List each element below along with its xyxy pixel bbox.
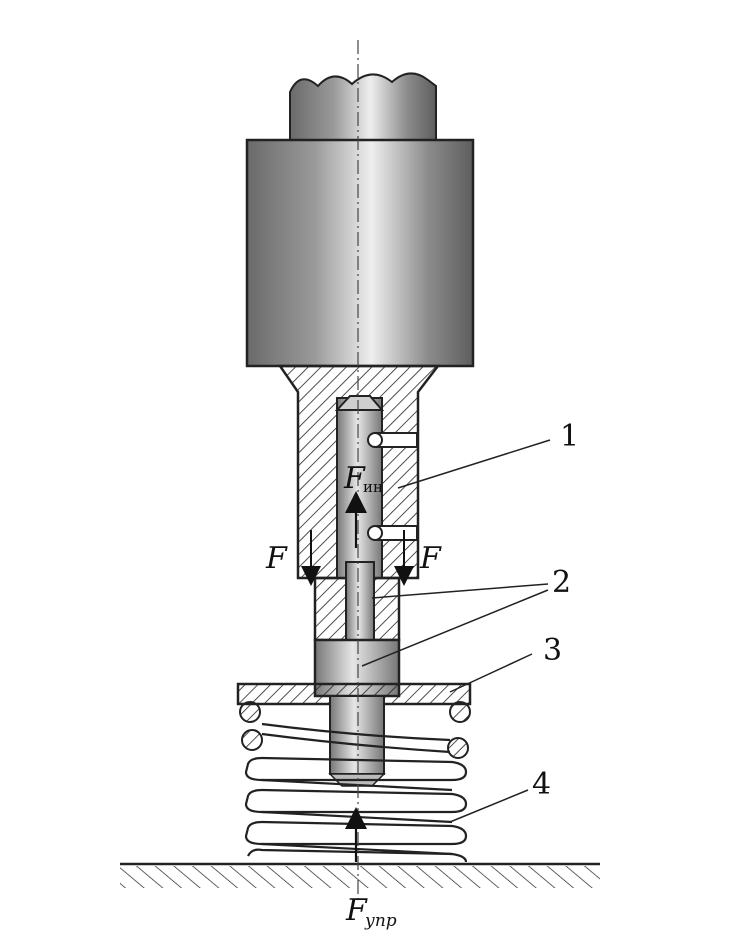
upper-shaft	[289, 72, 437, 141]
upper-housing	[245, 138, 475, 368]
label-part2: 2	[552, 565, 571, 600]
part2-plunger-pin	[345, 561, 375, 641]
label-elastic-force: F	[345, 893, 368, 928]
label-part3: 3	[543, 633, 562, 668]
spring-coil-section	[447, 737, 469, 759]
part1-bore	[336, 397, 383, 579]
label-elastic-force-sub: упр	[364, 911, 397, 931]
label-part4: 4	[532, 767, 551, 802]
radial-hole-lower	[367, 525, 418, 541]
leader-2b	[361, 589, 549, 667]
label-force-left: F	[265, 541, 288, 576]
leader-4	[449, 789, 529, 823]
leader-2a	[371, 583, 549, 599]
spring-coil-section	[239, 701, 261, 723]
leader-3	[449, 653, 533, 693]
spring-coil-section	[241, 729, 263, 751]
label-force-right: F	[419, 541, 442, 576]
label-part1: 1	[560, 419, 579, 454]
radial-hole-upper	[367, 432, 418, 448]
bore-tip	[334, 395, 385, 411]
ground-hatch	[120, 866, 600, 888]
label-inertia-force: F	[343, 461, 366, 496]
leader-1	[397, 439, 551, 489]
spring-coil-section	[449, 701, 471, 723]
label-inertia-force-sub: ин	[363, 478, 383, 496]
